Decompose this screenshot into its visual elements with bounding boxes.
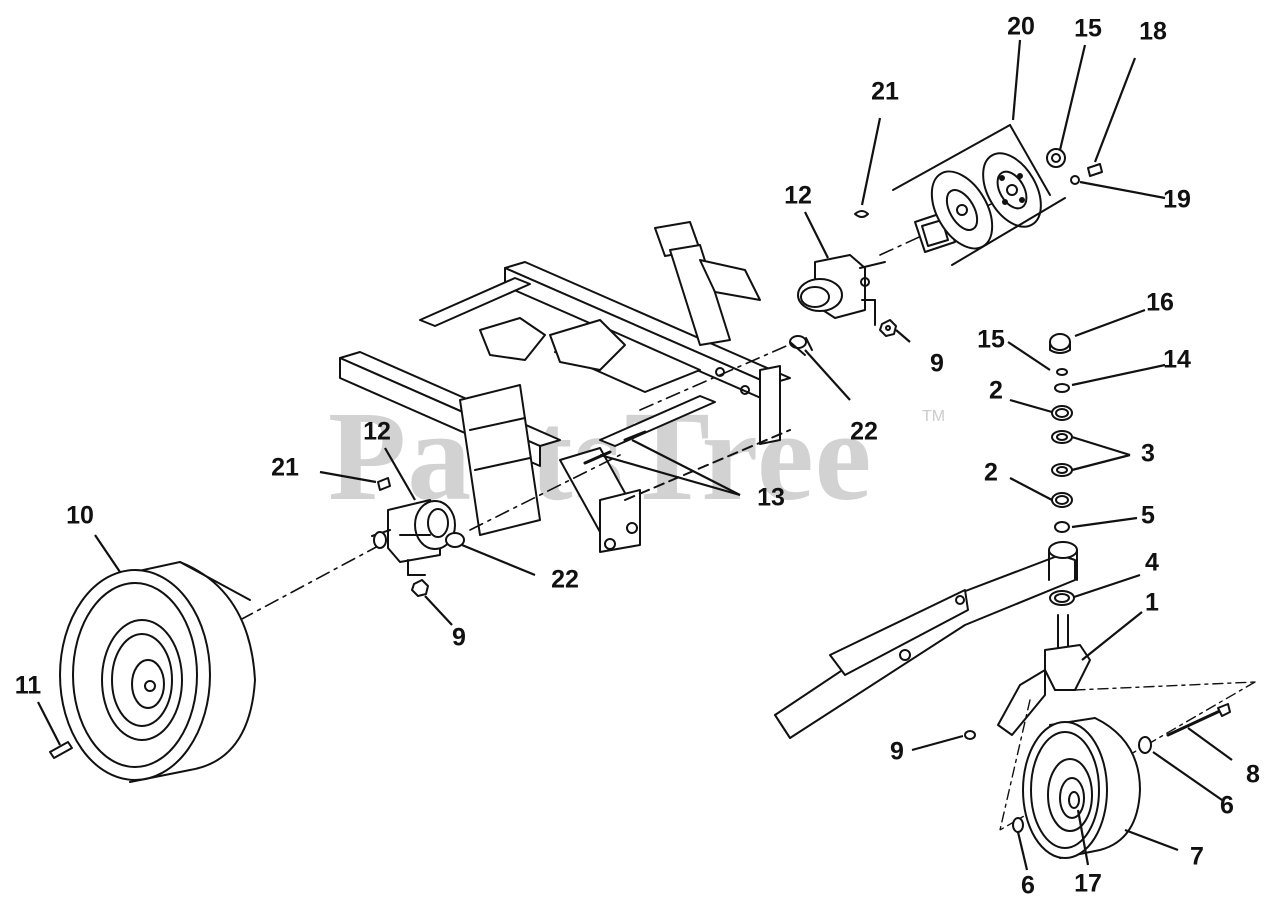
callout-9-front: 9	[890, 737, 904, 766]
callout-9-lower: 9	[452, 623, 466, 652]
callout-2-lower: 2	[984, 458, 998, 487]
callout-14: 14	[1163, 345, 1191, 374]
front-wheel	[1022, 717, 1141, 859]
callout-15-lower: 15	[977, 325, 1005, 354]
trademark-mark: TM	[922, 408, 946, 425]
caster-fork	[997, 614, 1091, 736]
callout-16: 16	[1146, 288, 1174, 317]
callout-10: 10	[66, 501, 94, 530]
callout-21-lower: 21	[271, 453, 299, 482]
callout-4: 4	[1145, 548, 1159, 577]
callout-21: 21	[871, 77, 899, 106]
callout-18: 18	[1139, 17, 1167, 46]
callout-17: 17	[1074, 869, 1102, 898]
upper-transaxle	[797, 254, 886, 326]
callout-22-lower: 22	[551, 565, 579, 594]
mower-frame	[339, 221, 791, 553]
callout-13: 13	[757, 483, 785, 512]
callout-22-upper: 22	[850, 417, 878, 446]
callout-1: 1	[1145, 588, 1159, 617]
callout-3: 3	[1141, 439, 1155, 468]
callout-7: 7	[1190, 842, 1204, 871]
callout-15: 15	[1074, 14, 1102, 43]
callout-12: 12	[784, 181, 812, 210]
callout-20: 20	[1007, 12, 1035, 41]
callout-2-upper: 2	[989, 376, 1003, 405]
callout-12-lower: 12	[363, 417, 391, 446]
leader-lines	[37, 39, 1233, 871]
callout-11: 11	[14, 671, 42, 700]
lower-transaxle	[371, 499, 456, 576]
rear-wheel	[59, 561, 256, 783]
callout-5: 5	[1141, 501, 1155, 530]
callout-8: 8	[1246, 760, 1260, 789]
callout-19: 19	[1163, 185, 1191, 214]
callout-9-upper: 9	[930, 349, 944, 378]
callout-6-left: 6	[1021, 871, 1035, 900]
front-caster-arm	[774, 541, 1078, 739]
pulley-assembly	[892, 124, 1066, 266]
callout-6-right: 6	[1220, 791, 1234, 820]
